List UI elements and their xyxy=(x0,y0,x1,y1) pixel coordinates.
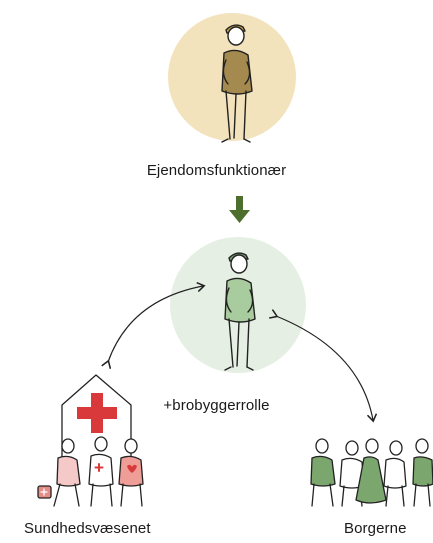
top-node-label: Ejendomsfunktionær xyxy=(146,162,287,179)
health-workers-group xyxy=(37,436,144,507)
right-node-label: Borgerne xyxy=(344,520,407,537)
bridge-builder-figure xyxy=(224,252,256,371)
citizens-group xyxy=(310,438,433,507)
hospital-illustration xyxy=(61,374,132,486)
middle-node-label: +brobyggerrolle xyxy=(163,397,270,414)
red-cross-icon xyxy=(77,393,117,433)
connector-left xyxy=(108,286,203,362)
down-arrow xyxy=(229,196,250,223)
left-node-label: Sundhedsvæsenet xyxy=(24,520,151,537)
caretaker-figure xyxy=(221,24,253,143)
connector-right xyxy=(276,316,373,420)
